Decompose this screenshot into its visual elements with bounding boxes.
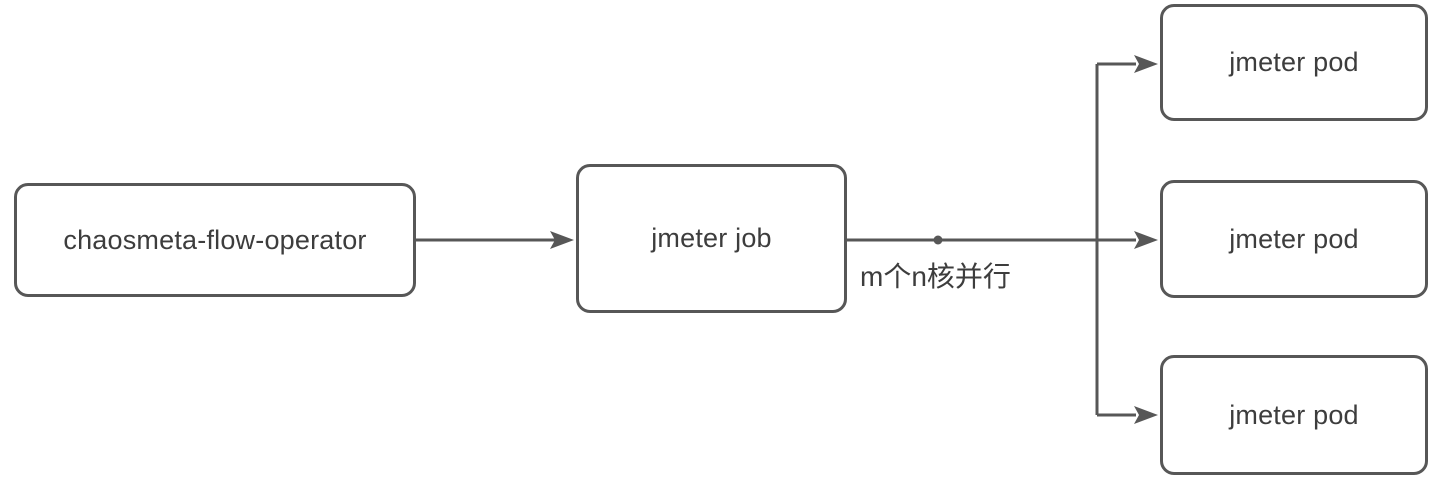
arrowhead-to-job <box>550 231 574 249</box>
node-chaosmeta-flow-operator: chaosmeta-flow-operator <box>14 183 416 297</box>
node-label: jmeter pod <box>1229 223 1359 254</box>
node-jmeter-pod-3: jmeter pod <box>1160 355 1428 475</box>
node-label: jmeter pod <box>1229 399 1359 430</box>
edge-waypoint-dot <box>933 235 943 245</box>
edge-label-parallelism: m个n核并行 <box>860 261 1011 292</box>
node-label: jmeter pod <box>1229 47 1359 77</box>
node-jmeter-pod-2: jmeter pod <box>1160 180 1428 298</box>
node-jmeter-job: jmeter job <box>576 164 847 313</box>
node-label: chaosmeta-flow-operator <box>63 224 367 255</box>
node-label: jmeter job <box>651 223 772 253</box>
arrowhead-to-pod3 <box>1134 406 1158 424</box>
node-jmeter-pod-1: jmeter pod <box>1160 4 1428 121</box>
arrowhead-to-pod2 <box>1134 231 1158 249</box>
arrowhead-to-pod1 <box>1134 55 1158 73</box>
